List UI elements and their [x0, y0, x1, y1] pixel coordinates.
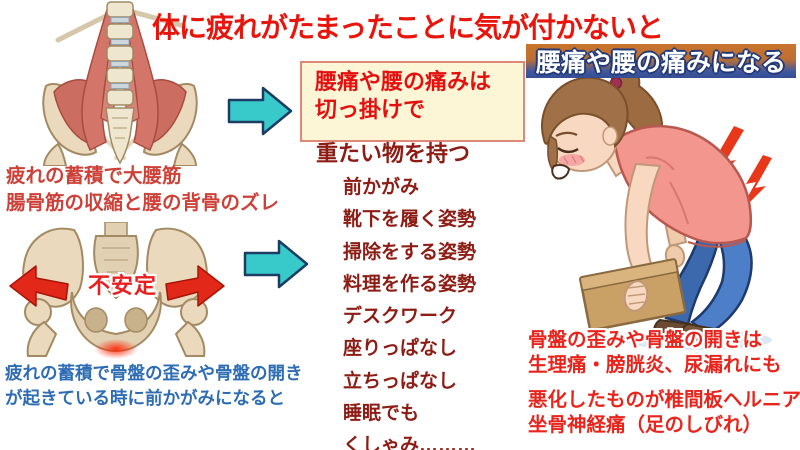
- muscle-caption-line2: 腸骨筋の収縮と腰の背骨のズレ: [6, 192, 280, 214]
- result-banner-label: 腰痛や腰の痛みになる: [535, 49, 786, 77]
- flow-arrow-top-icon: [227, 86, 293, 136]
- pelvis-arrow-right-icon: [165, 265, 225, 307]
- pelvic-consequence-line2: 生理痛・膀胱炎、尿漏れにも: [528, 354, 782, 376]
- worsened-condition-line2: 坐骨神経痛（足のしびれ）: [528, 414, 763, 436]
- muscle-caption-line1: 疲れの蓄積で大腰筋: [6, 165, 182, 187]
- psoas-anatomy-illustration: [42, 1, 198, 166]
- trigger-list: 重たい物を持つ 前かがみ 靴下を履く姿勢 掃除をする姿勢 料理を作る姿勢 デスク…: [316, 136, 476, 450]
- pelvis-caption-line2: が起きている時に前かがみになると: [5, 388, 285, 408]
- trigger-item: 座りっぱなし: [343, 338, 458, 360]
- page-title: 体に疲れがたまったことに気が付かないと: [152, 12, 664, 43]
- unstable-label: 不安定: [88, 273, 158, 298]
- trigger-item: 立ちっぱなし: [343, 370, 458, 392]
- pelvis-caption-line1: 疲れの蓄積で骨盤の歪みや骨盤の開き: [5, 363, 303, 383]
- pelvis-caption: 疲れの蓄積で骨盤の歪みや骨盤の開き が起きている時に前かがみになると: [5, 361, 303, 411]
- trigger-list-heading: 重たい物を持つ: [316, 141, 471, 166]
- worsened-condition-line1: 悪化したものが椎間板ヘルニア: [528, 389, 800, 411]
- flow-arrow-bottom-icon: [243, 239, 309, 289]
- result-banner: 腰痛や腰の痛みになる: [526, 44, 796, 78]
- trigger-item: 料理を作る姿勢: [343, 273, 477, 295]
- muscle-caption: 疲れの蓄積で大腰筋 腸骨筋の収縮と腰の背骨のズレ: [6, 163, 279, 217]
- trigger-item: 睡眠でも: [343, 403, 420, 425]
- trigger-item: くしゃみ………: [343, 435, 477, 450]
- pelvic-consequence-line1: 骨盤の歪みや骨盤の開きは: [528, 329, 763, 351]
- pain-flash-icon: [706, 126, 744, 190]
- trigger-box-line1: 腰痛や腰の痛みは: [315, 69, 492, 94]
- worsened-condition-caption: 悪化したものが椎間板ヘルニア 坐骨神経痛（足のしびれ）: [528, 388, 800, 438]
- trigger-box-line2: 切っ掛けで: [315, 97, 426, 122]
- pelvis-illustration: [9, 222, 225, 359]
- trigger-item: 靴下を履く姿勢: [343, 209, 477, 231]
- trigger-box: 腰痛や腰の痛みは 切っ掛けで: [300, 61, 525, 142]
- trigger-item: 掃除をする姿勢: [343, 241, 477, 263]
- trigger-item: デスクワーク: [343, 306, 458, 328]
- trigger-item: 前かがみ: [343, 177, 420, 198]
- pelvis-arrow-left-icon: [9, 265, 69, 307]
- pelvic-consequence-caption: 骨盤の歪みや骨盤の開きは 生理痛・膀胱炎、尿漏れにも: [528, 328, 782, 378]
- woman-lifting-box-illustration: [541, 69, 772, 350]
